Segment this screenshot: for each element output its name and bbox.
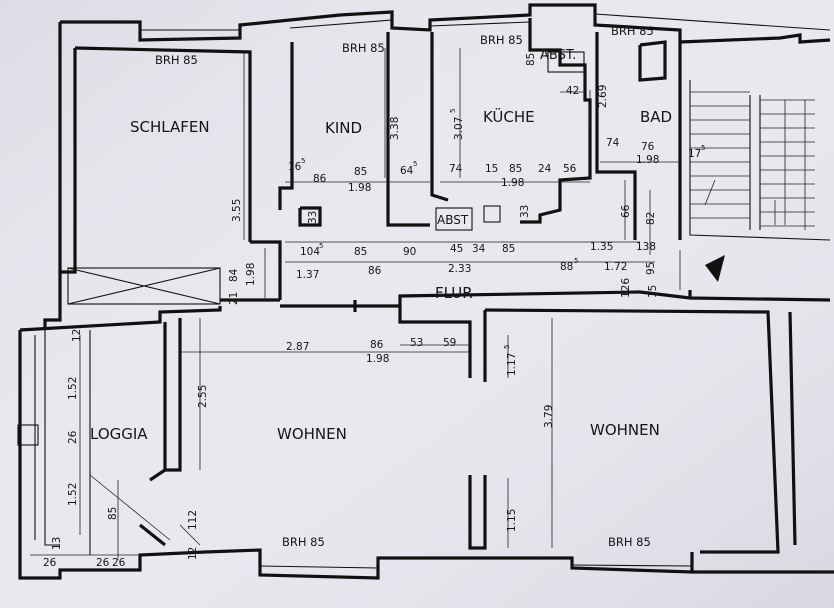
- brh-label-bottom-left: BRH 85: [282, 535, 325, 549]
- dim-label: 1.15: [506, 509, 518, 532]
- dim-label: 1.17: [506, 353, 518, 376]
- dim-label: 1.98: [501, 177, 524, 189]
- dimension-labels: 16 5 86 85 1.98 64 5 74 15 85 24 56 1.98…: [43, 85, 705, 569]
- room-label-bad: BAD: [640, 108, 672, 126]
- room-label-flur: FLUR: [435, 284, 473, 302]
- dim-label: 26: [43, 557, 57, 569]
- dim-label: 1.52: [67, 377, 79, 400]
- dim-label: 56: [563, 163, 577, 175]
- dim-label: 15: [647, 285, 659, 298]
- dim-label: 5: [319, 242, 323, 250]
- room-label-abst-mid: ABST: [437, 213, 469, 227]
- north-arrow-icon: [705, 255, 725, 282]
- dim-label: 5: [503, 345, 511, 349]
- dim-label: 2.69: [597, 85, 609, 108]
- dim-label: 1.52: [67, 483, 79, 506]
- dim-label: 5: [701, 144, 705, 152]
- dim-label: 21: [228, 292, 240, 305]
- dim-label: 84: [228, 268, 240, 282]
- dim-label: 74: [449, 163, 463, 175]
- dim-label: 16: [288, 161, 302, 173]
- brh-label-kind: BRH 85: [342, 41, 385, 55]
- stair-steps: [690, 91, 815, 230]
- dim-label: 13: [51, 537, 63, 550]
- dim-label: 24: [538, 163, 552, 175]
- dim-label: 126: [620, 278, 632, 298]
- dim-label: 2.33: [448, 263, 471, 275]
- dim-label: 26: [112, 557, 126, 569]
- dim-label: 85: [502, 243, 515, 255]
- dim-label: 76: [641, 141, 655, 153]
- dimension-lines: [30, 48, 681, 560]
- dim-label: 2.87: [286, 341, 309, 353]
- dim-label: 5: [449, 109, 457, 113]
- dim-label: 5: [413, 160, 417, 168]
- dim-label: 82: [645, 212, 657, 225]
- dim-label: 112: [187, 510, 199, 530]
- dim-label: 1.98: [366, 353, 389, 365]
- dim-label: 86: [370, 339, 384, 351]
- dim-label: 95: [645, 262, 657, 275]
- dim-label: 85: [509, 163, 522, 175]
- dim-label: 3.55: [231, 199, 243, 222]
- dim-label: 85: [525, 53, 537, 66]
- dim-label: 1.72: [604, 261, 627, 273]
- dim-label: 26: [67, 430, 79, 444]
- room-label-wohnen-left: WOHNEN: [277, 425, 347, 443]
- dim-label: 90: [403, 246, 416, 258]
- dim-label: 64: [400, 165, 414, 177]
- dim-label: 3.07: [453, 117, 465, 140]
- dim-label: 3.38: [389, 117, 401, 140]
- dim-label: 85: [107, 507, 119, 520]
- dim-label: 86: [368, 265, 382, 277]
- dim-label: 33: [519, 205, 531, 218]
- dim-label: 12: [187, 547, 199, 560]
- dim-label: 85: [354, 166, 367, 178]
- dim-label: 1.37: [296, 269, 319, 281]
- room-label-loggia: LOGGIA: [90, 425, 148, 443]
- dim-label: 1.35: [590, 241, 613, 253]
- brh-label-bottom-right: BRH 85: [608, 535, 651, 549]
- room-label-schlafen: SCHLAFEN: [130, 118, 210, 136]
- dim-label: 1.98: [348, 182, 371, 194]
- dim-label: 1.98: [636, 154, 659, 166]
- dim-label: 74: [606, 137, 620, 149]
- dim-label: 5: [301, 157, 305, 165]
- dim-label: 33: [307, 211, 319, 224]
- dim-label: 17: [688, 148, 701, 160]
- dim-label: 26: [96, 557, 110, 569]
- brh-label-kueche: BRH 85: [480, 33, 523, 47]
- dim-label: 45: [450, 243, 463, 255]
- dim-label: 34: [472, 243, 486, 255]
- dim-label: 86: [313, 173, 327, 185]
- dim-label: 104: [300, 246, 320, 258]
- dim-label: 3.79: [543, 405, 555, 428]
- room-label-abst-top: ABST.: [540, 48, 576, 63]
- dim-label: 2.55: [197, 385, 209, 408]
- dim-label: 59: [443, 337, 456, 349]
- dim-label: 5: [574, 257, 578, 265]
- dim-label: 85: [354, 246, 367, 258]
- dimension-labels-vertical: 3.55 3.38 3.07 5 85 2.69 33 33 66 82 84 …: [51, 53, 659, 560]
- brh-label-schlafen: BRH 85: [155, 53, 198, 67]
- dim-label: 53: [410, 337, 423, 349]
- dim-label: 138: [636, 241, 656, 253]
- brh-label-bad: BRH 85: [611, 24, 654, 38]
- room-label-kind: KIND: [325, 119, 362, 137]
- dim-label: 42: [566, 85, 579, 97]
- dim-label: 1.98: [245, 263, 257, 286]
- dim-label: 88: [560, 261, 573, 273]
- room-label-kueche: KÜCHE: [483, 107, 535, 126]
- dim-label: 15: [485, 163, 498, 175]
- walls: [17, 3, 834, 580]
- dim-label: 12: [71, 329, 83, 342]
- dim-label: 66: [620, 204, 632, 218]
- room-label-wohnen-right: WOHNEN: [590, 421, 660, 439]
